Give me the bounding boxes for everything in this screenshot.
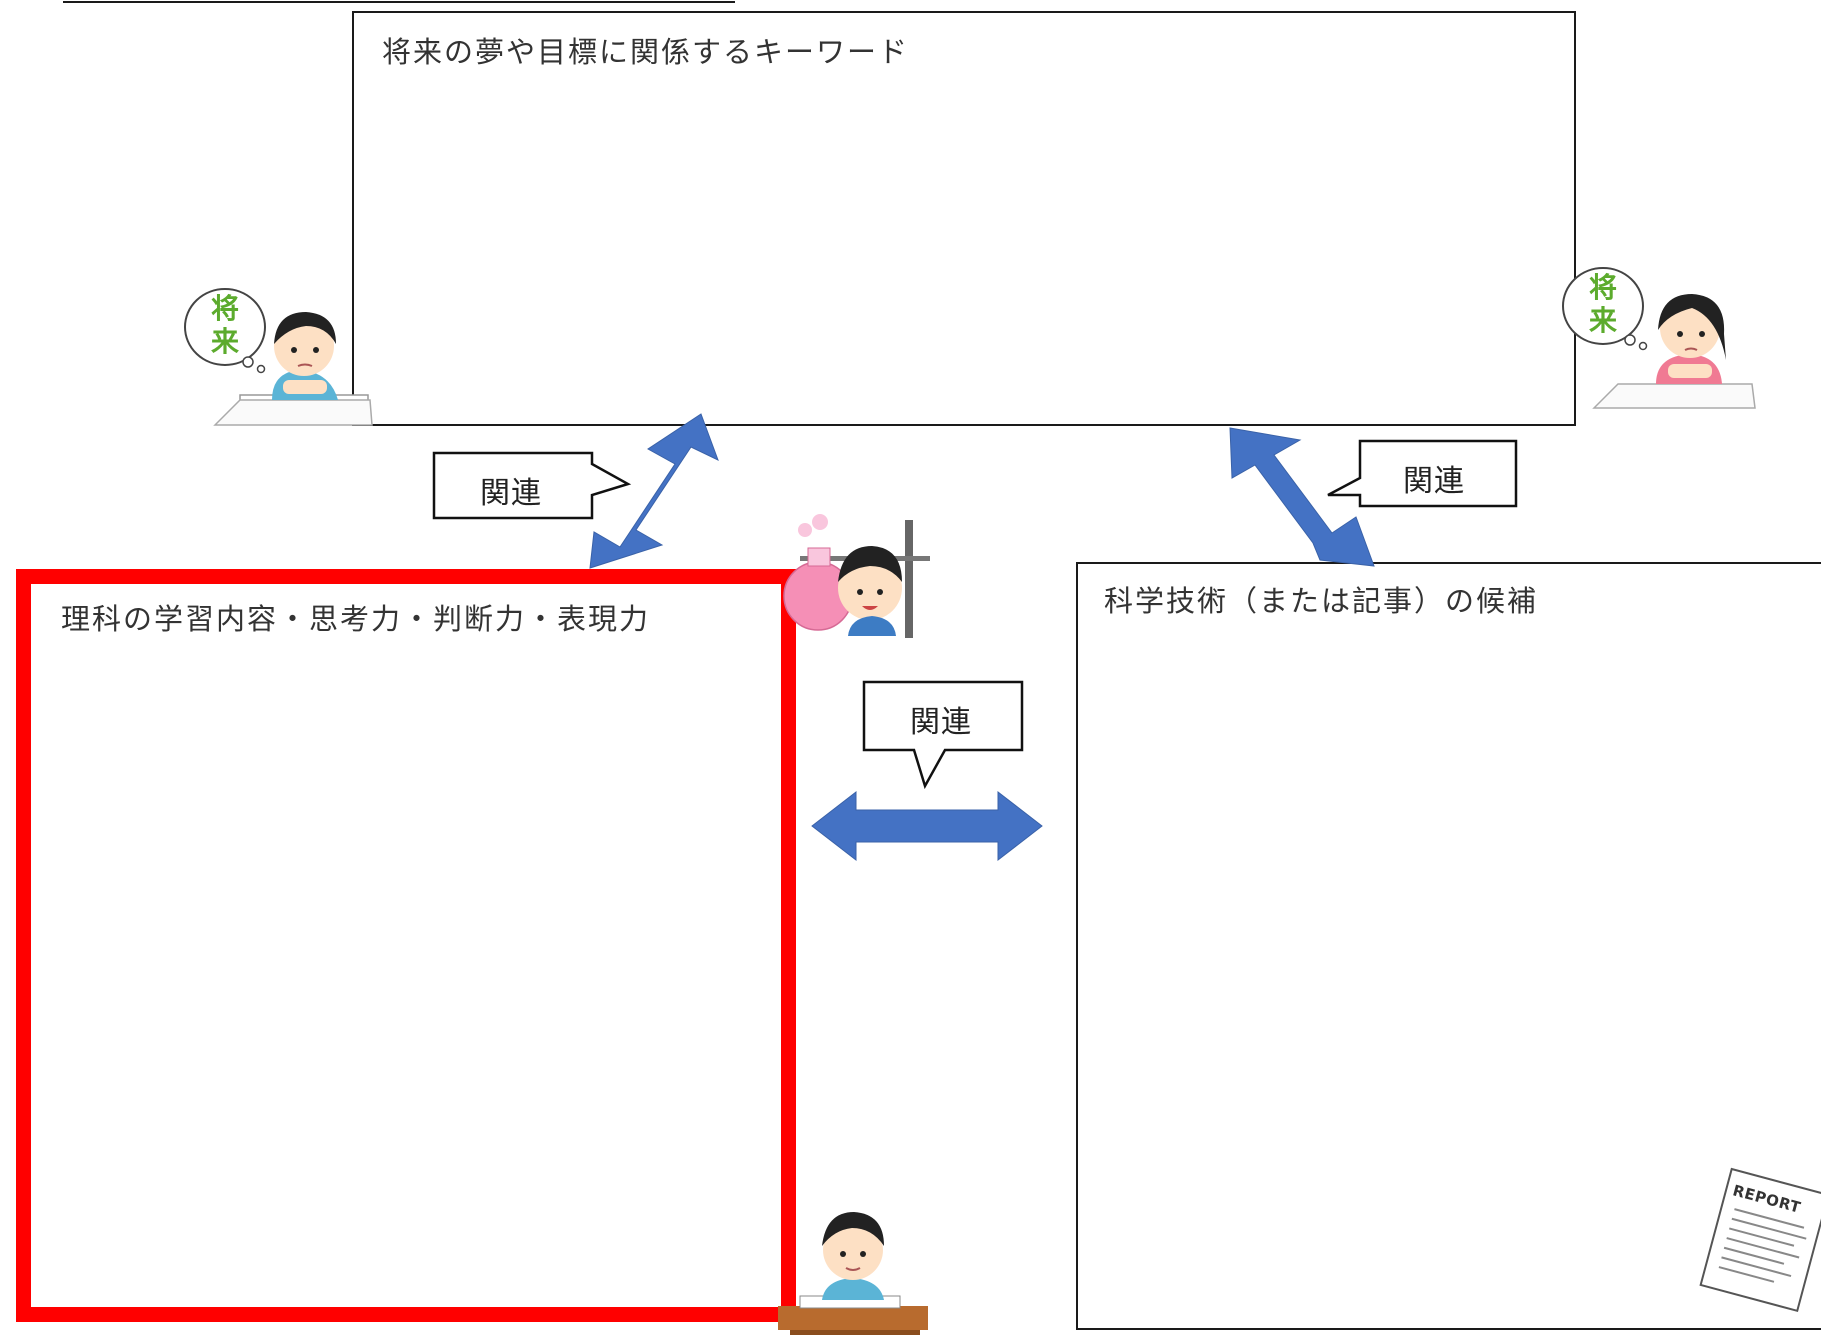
top-rule-line [63, 1, 735, 3]
future-keywords-title: 将来の夢や目標に関係するキーワード [382, 35, 910, 69]
future-keywords-box[interactable]: 将来の夢や目標に関係するキーワード [352, 11, 1576, 426]
science-technology-title: 科学技術（または記事）の候補 [1104, 584, 1539, 618]
science-learning-title: 理科の学習内容・思考力・判断力・表現力 [61, 602, 651, 636]
double-arrow-left-diagonal-icon [589, 413, 719, 569]
callout-left-label: 関連 [480, 476, 542, 511]
callout-right-label: 関連 [1403, 464, 1465, 499]
callout-middle-label: 関連 [910, 705, 972, 740]
science-learning-box[interactable]: 理科の学習内容・思考力・判断力・表現力 [16, 569, 796, 1322]
thought-bubble-right-text: 将来 [1588, 271, 1617, 337]
double-arrow-horizontal-icon [811, 790, 1043, 862]
science-technology-box[interactable]: 科学技術（または記事）の候補 [1076, 562, 1821, 1330]
boy-studying-icon [778, 1212, 928, 1335]
thought-bubble-left-text: 将来 [210, 292, 239, 358]
boy-experiment-icon [783, 514, 930, 638]
double-arrow-right-diagonal-icon [1229, 427, 1375, 567]
